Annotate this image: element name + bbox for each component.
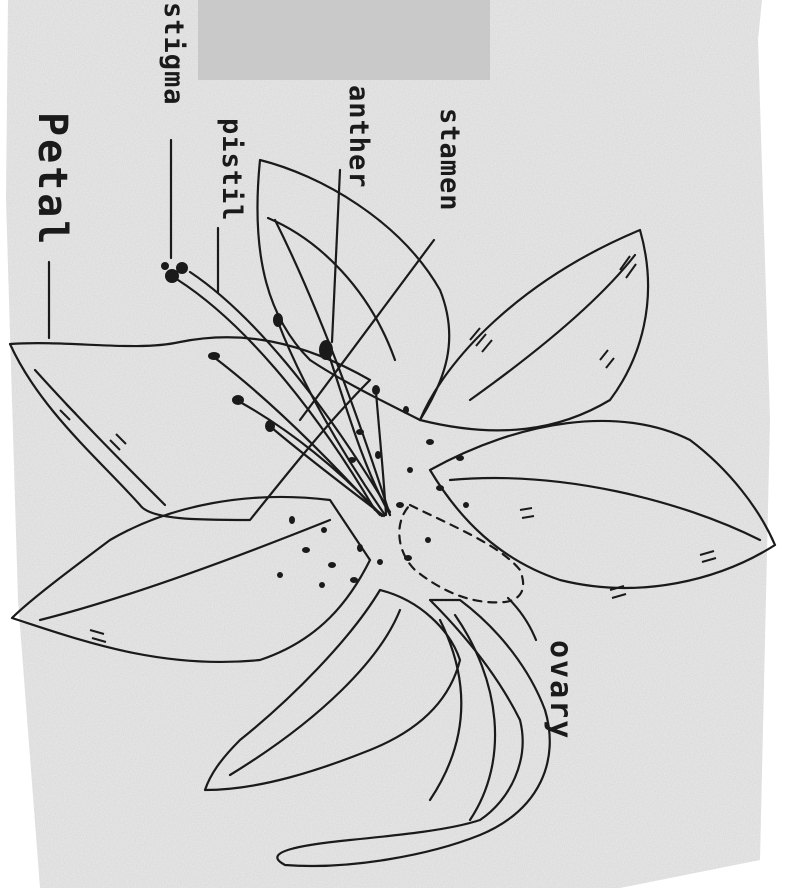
- label-pistil: pistil: [218, 118, 245, 222]
- label-petal: Petal: [32, 112, 72, 247]
- stigma-head: [161, 262, 169, 270]
- label-ovary: ovary: [545, 640, 575, 740]
- paper-grain: [6, 0, 770, 888]
- label-anther: anther: [345, 85, 372, 189]
- anther: [232, 395, 244, 405]
- label-stigma: stigma: [160, 2, 187, 106]
- anther: [319, 340, 333, 360]
- stigma-head: [176, 262, 188, 274]
- anther: [372, 385, 380, 395]
- scan-patch: [198, 0, 490, 80]
- anther: [265, 420, 275, 432]
- label-stamen: stamen: [436, 108, 463, 212]
- anther: [208, 352, 220, 360]
- anther: [273, 313, 283, 327]
